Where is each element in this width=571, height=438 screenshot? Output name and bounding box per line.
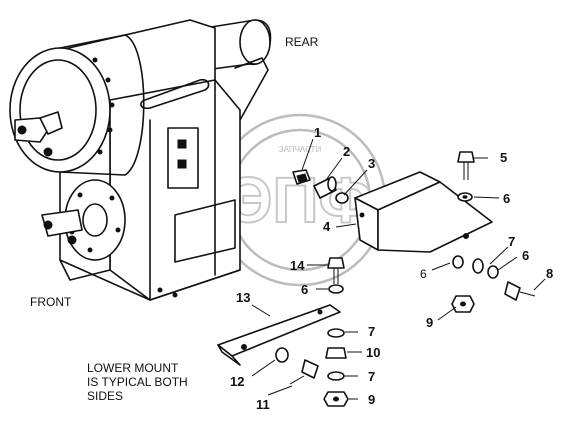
rear-label: REAR: [285, 35, 319, 49]
part-4-bracket: [354, 171, 493, 253]
callout-6b: 6: [522, 248, 529, 263]
callout-12: 12: [230, 374, 244, 389]
callout-6d: 6: [301, 282, 308, 297]
callout-11: 11: [256, 397, 270, 412]
part-6-washer-mid: [328, 284, 344, 294]
lower-stack: [323, 328, 349, 407]
part-2-sleeve: [313, 176, 337, 199]
part-12-lockwasher: [275, 347, 289, 363]
part-5-capscrew: [457, 151, 475, 180]
note-line-1: LOWER MOUNT: [87, 361, 179, 375]
part-13-lower-bracket: [217, 304, 341, 366]
callout-7a: 7: [508, 234, 515, 249]
callout-2: 2: [343, 144, 350, 159]
callout-8: 8: [546, 266, 553, 281]
callout-6a: 6: [503, 191, 510, 206]
watermark-subtext: ЗАПЧАСТИ: [279, 145, 322, 154]
front-label: FRONT: [30, 295, 72, 309]
part-9-nut-right: [451, 295, 475, 313]
right-fastener-cluster: [452, 255, 536, 301]
part-3-bushing: [335, 192, 349, 204]
callout-4: 4: [323, 219, 331, 234]
callout-5: 5: [500, 150, 507, 165]
callout-9b: 9: [368, 392, 375, 407]
callout-9a: 9: [426, 315, 433, 330]
callout-7c: 7: [368, 369, 375, 384]
part-1-stud: [292, 169, 311, 185]
callout-13: 13: [236, 290, 250, 305]
callout-6c: 6: [420, 267, 427, 281]
part-6-washer-upper: [457, 192, 473, 202]
part-11-bolt: [289, 359, 319, 385]
leader-lines: [251, 138, 546, 400]
callout-14: 14: [290, 258, 305, 273]
callout-3: 3: [368, 156, 375, 171]
callout-1: 1: [314, 125, 321, 140]
part-14-bolt: [327, 257, 345, 284]
transmission-housing: [9, 19, 272, 301]
note-line-3: SIDES: [87, 389, 123, 403]
callout-7b: 7: [368, 324, 375, 339]
callout-10: 10: [366, 345, 380, 360]
note-line-2: IS TYPICAL BOTH: [87, 375, 188, 389]
